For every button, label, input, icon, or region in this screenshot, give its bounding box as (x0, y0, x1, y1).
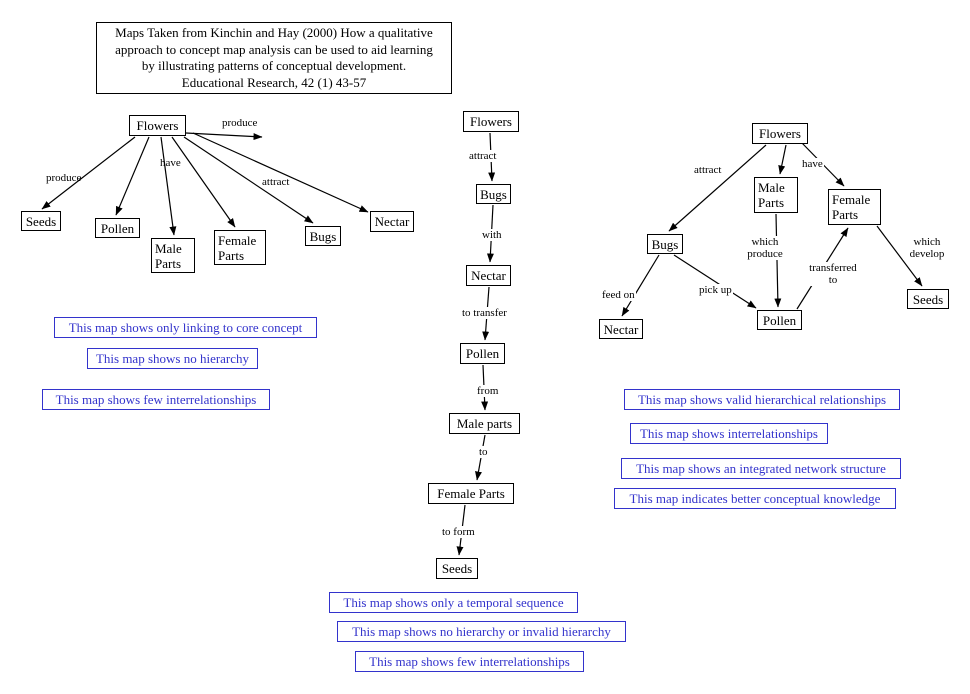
network-edge-label-which-produce: which produce (740, 236, 790, 260)
spoke-node-pollen: Pollen (95, 218, 140, 238)
network-edge-label-attract: attract (693, 164, 723, 176)
edge-network-bugs-nectar (621, 254, 660, 317)
chain-edge-label-to-form: to form (441, 526, 476, 538)
network-annotation-valid-hierarchy: This map shows valid hierarchical relati… (624, 389, 900, 410)
chain-node-pollen: Pollen (460, 343, 505, 364)
edge-spoke-flowers-seeds (41, 136, 136, 210)
network-node-bugs: Bugs (647, 234, 683, 254)
edge-spoke-flowers-produce (185, 132, 263, 141)
edge-network-flowers-male-parts (778, 144, 787, 175)
edge-spoke-flowers-pollen (115, 136, 150, 216)
chain-node-nectar: Nectar (466, 265, 511, 286)
edge-network-bugs-pollen (673, 254, 757, 309)
title-box: Maps Taken from Kinchin and Hay (2000) H… (96, 22, 452, 94)
title-line: Maps Taken from Kinchin and Hay (2000) H… (115, 25, 433, 40)
chain-node-female-parts: Female Parts (428, 483, 514, 504)
spoke-node-bugs: Bugs (305, 226, 341, 246)
network-edge-label-pick-up: pick up (698, 284, 733, 296)
chain-edge-label-to: to (478, 446, 489, 458)
network-node-male-parts: Male Parts (754, 177, 798, 213)
edge-network-male-parts-pollen (774, 213, 782, 308)
spoke-node-flowers: Flowers (129, 115, 186, 136)
network-node-seeds: Seeds (907, 289, 949, 309)
network-annotation-integrated-network: This map shows an integrated network str… (621, 458, 901, 479)
edge-spoke-flowers-nectar (192, 132, 369, 213)
network-node-flowers: Flowers (752, 123, 808, 144)
spoke-annotation-core-concept: This map shows only linking to core conc… (54, 317, 317, 338)
network-edge-label-which-develop: which develop (903, 236, 951, 260)
spoke-node-female-parts: Female Parts (214, 230, 266, 265)
network-annotation-better-knowledge: This map indicates better conceptual kno… (614, 488, 896, 509)
spoke-node-male-parts: Male Parts (151, 238, 195, 273)
network-edge-label-transferred-to: transferred to (803, 262, 863, 286)
spoke-annotation-few-interrelationships: This map shows few interrelationships (42, 389, 270, 410)
title-line: approach to concept map analysis can be … (115, 41, 433, 57)
chain-annotation-invalid-hierarchy: This map shows no hierarchy or invalid h… (337, 621, 626, 642)
network-node-pollen: Pollen (757, 310, 802, 330)
chain-edge-label-from: from (476, 385, 500, 397)
chain-node-bugs: Bugs (476, 184, 511, 204)
spoke-edge-label-have: have (160, 157, 181, 169)
edge-spoke-flowers-bugs (183, 136, 314, 224)
chain-node-male-parts: Male parts (449, 413, 520, 434)
chain-annotation-temporal-sequence: This map shows only a temporal sequence (329, 592, 578, 613)
network-annotation-interrelationships: This map shows interrelationships (630, 423, 828, 444)
spoke-edge-label-produce-left: produce (46, 172, 82, 184)
edge-spoke-flowers-female-parts (171, 136, 236, 228)
spoke-node-nectar: Nectar (370, 211, 414, 232)
network-edge-label-have: have (801, 158, 824, 170)
network-node-female-parts: Female Parts (828, 189, 881, 225)
spoke-edge-label-produce-right: produce (222, 117, 258, 129)
edge-network-flowers-bugs (668, 144, 767, 232)
chain-node-flowers: Flowers (463, 111, 519, 132)
chain-edge-label-with: with (481, 229, 503, 241)
edge-spoke-flowers-male-parts (160, 136, 177, 236)
chain-edge-label-to-transfer: to transfer (461, 307, 508, 319)
edge-network-female-parts-seeds (876, 225, 923, 287)
spoke-node-seeds: Seeds (21, 211, 61, 231)
spoke-edge-label-attract: attract (262, 176, 290, 188)
network-edge-label-feed-on: feed on (601, 289, 636, 301)
chain-edge-label-attract: attract (468, 150, 498, 162)
chain-node-seeds: Seeds (436, 558, 478, 579)
title-line: by illustrating patterns of conceptual d… (141, 58, 407, 73)
spoke-annotation-no-hierarchy: This map shows no hierarchy (87, 348, 258, 369)
network-node-nectar: Nectar (599, 319, 643, 339)
chain-annotation-few-interrelationships: This map shows few interrelationships (355, 651, 584, 672)
title-line: Educational Research, 42 (1) 43-57 (181, 74, 367, 90)
